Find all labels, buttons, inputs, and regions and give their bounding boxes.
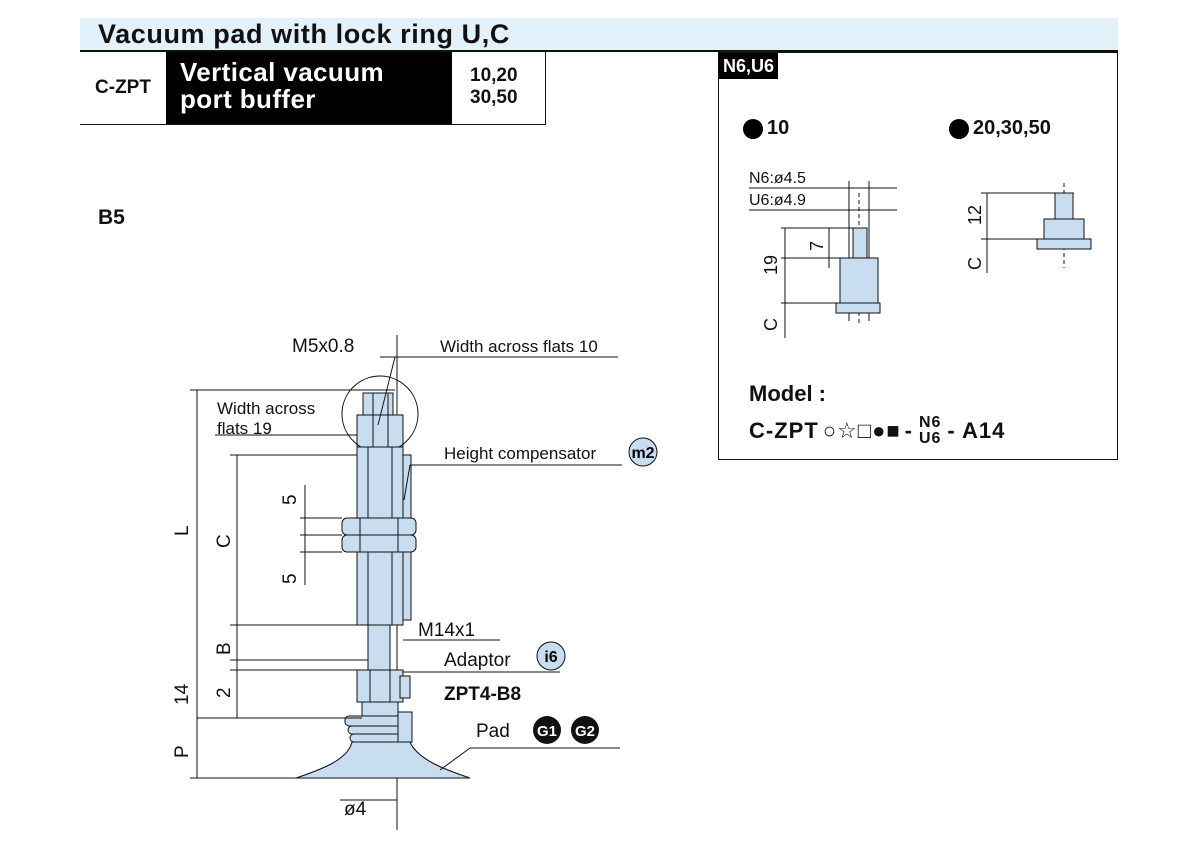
flats-10-label: Width across flats 10: [440, 337, 598, 356]
model-prefix: C-ZPT: [749, 418, 819, 443]
n6-dia-label: N6:ø4.5: [749, 170, 806, 187]
dim-P: P: [172, 745, 193, 758]
model-frac-bottom: U6: [918, 430, 942, 447]
height-comp-label: Height compensator: [444, 444, 596, 463]
dim-C: C: [214, 534, 235, 548]
dim-B: B: [214, 642, 235, 655]
series-code: C-ZPT: [95, 77, 151, 98]
m14-label: M14x1: [418, 620, 475, 641]
ref-i6-text: i6: [544, 649, 557, 666]
pad-label: Pad: [476, 721, 510, 742]
flats-19-label-1: Width across: [217, 399, 315, 418]
series-name-line1: Vertical vacuum: [180, 57, 384, 87]
ref-i6: i6: [536, 641, 566, 671]
model-code: C-ZPT ○☆□●■ - N6 U6 - A14: [749, 415, 1005, 447]
model-dash: -: [904, 418, 913, 443]
sizes-line1: 10,20: [470, 65, 518, 86]
dia4-label: ø4: [344, 799, 367, 820]
bullet-size-20-50-label: 20,30,50: [973, 117, 1051, 139]
flats-19-label-2: flats 19: [217, 419, 272, 438]
dim-5b: 5: [280, 573, 301, 584]
bullet-dot-icon: [949, 118, 969, 139]
ref-m2: m2: [628, 437, 658, 467]
dim-14: 14: [172, 683, 193, 705]
dim-12: 12: [965, 205, 985, 225]
lock-nut-lower: [341, 534, 417, 553]
adaptor: [356, 669, 404, 703]
page-title: Vacuum pad with lock ring U,C: [98, 19, 510, 49]
dim-5a: 5: [280, 494, 301, 505]
model-fraction: N6 U6: [919, 415, 941, 447]
pad-skirt: [295, 741, 471, 779]
ref-m2-text: m2: [631, 445, 654, 462]
dim-L: L: [172, 525, 193, 536]
bullet-dot-icon: [743, 118, 763, 139]
series-sizes: 10,20 30,50: [458, 52, 546, 124]
dim-c-right: C: [965, 257, 985, 270]
adaptor-label: Adaptor: [444, 650, 511, 671]
model-symbols: ○☆□●■: [822, 418, 901, 443]
top-nut: [362, 392, 394, 416]
fitting-option-box: N6,U6 10 20,30,50: [718, 52, 1118, 460]
thread-top-label: M5x0.8: [292, 336, 354, 357]
model-label: Model :: [749, 381, 826, 406]
adaptor-model: ZPT4-B8: [444, 684, 521, 705]
dim-7: 7: [807, 241, 827, 251]
bullet-size-10: 10: [743, 117, 789, 140]
model-suffix: - A14: [947, 418, 1006, 443]
sizes-line2: 30,50: [470, 87, 518, 108]
ref-g2-text: G2: [575, 723, 595, 740]
hex-nut-19: [356, 414, 404, 448]
u6-dia-label: U6:ø4.9: [749, 192, 806, 209]
ref-g1-text: G1: [537, 723, 557, 740]
series-name-line2: port buffer: [180, 84, 316, 114]
rod: [367, 624, 391, 671]
title-band: Vacuum pad with lock ring U,C: [80, 18, 1118, 52]
bullet-size-20-50: 20,30,50: [949, 117, 1051, 140]
fitting-detail-drawings: N6:ø4.5 U6:ø4.9 7 19 C 12 C: [749, 170, 1092, 338]
fitting-tag: N6,U6: [719, 53, 779, 79]
lock-nut-upper: [341, 517, 417, 536]
ref-g1: G1: [533, 716, 561, 744]
variant-label: B5: [98, 206, 125, 229]
header-table: C-ZPT Vertical vacuum port buffer 10,20 …: [80, 52, 546, 125]
series-name: Vertical vacuum port buffer: [166, 52, 452, 124]
dim-19: 19: [761, 255, 781, 275]
dim-c-left: C: [761, 318, 781, 331]
detail-circle: [341, 375, 419, 453]
main-body: [356, 446, 404, 626]
model-frac-top: N6: [918, 414, 942, 431]
ref-g2: G2: [571, 716, 599, 744]
dim-2: 2: [214, 687, 235, 698]
bullet-size-10-label: 10: [767, 117, 790, 139]
